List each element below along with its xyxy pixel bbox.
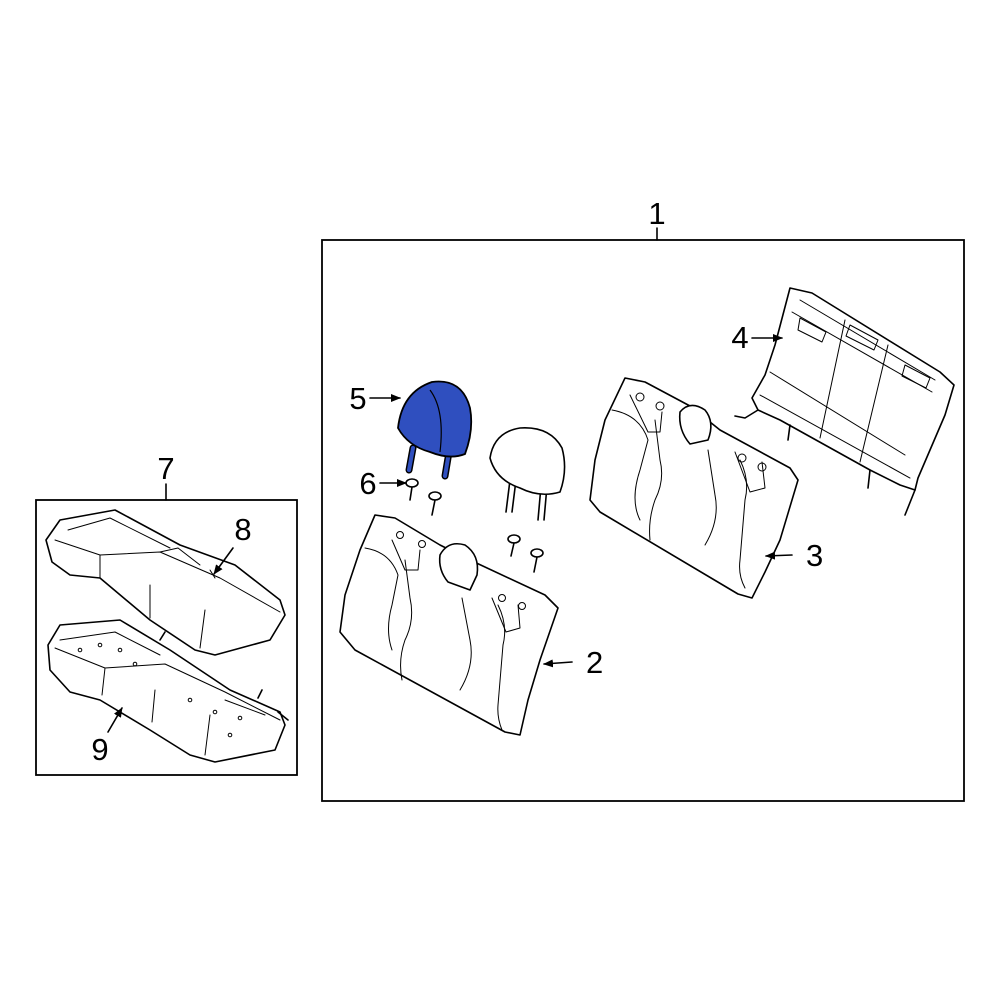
seat-back-frame[interactable]: [734, 287, 955, 516]
callout-3: 3: [806, 538, 823, 573]
bolt[interactable]: [428, 491, 442, 516]
callout-8: 8: [234, 512, 251, 547]
headrest[interactable]: [489, 427, 566, 521]
bolt[interactable]: [530, 548, 544, 573]
callout-5: 5: [349, 381, 366, 416]
seat-back-rear[interactable]: [589, 377, 799, 599]
leader-3: [765, 551, 793, 560]
seat-cushion[interactable]: [45, 509, 286, 656]
callout-4: 4: [731, 320, 748, 355]
callout-1: 1: [648, 196, 665, 231]
group-box-1: [321, 239, 965, 802]
callout-6: 6: [359, 466, 376, 501]
leader-9: [107, 707, 123, 733]
leader-8: [213, 547, 234, 575]
callout-2: 2: [586, 645, 603, 680]
headrest-highlighted[interactable]: [397, 380, 473, 480]
bolt[interactable]: [507, 534, 521, 557]
seat-back-front[interactable]: [339, 514, 559, 736]
callout-9: 9: [91, 732, 108, 767]
bolt[interactable]: [405, 478, 419, 501]
seat-cushion-frame[interactable]: [47, 619, 289, 763]
callout-7: 7: [157, 451, 174, 486]
leader-2: [543, 659, 573, 668]
